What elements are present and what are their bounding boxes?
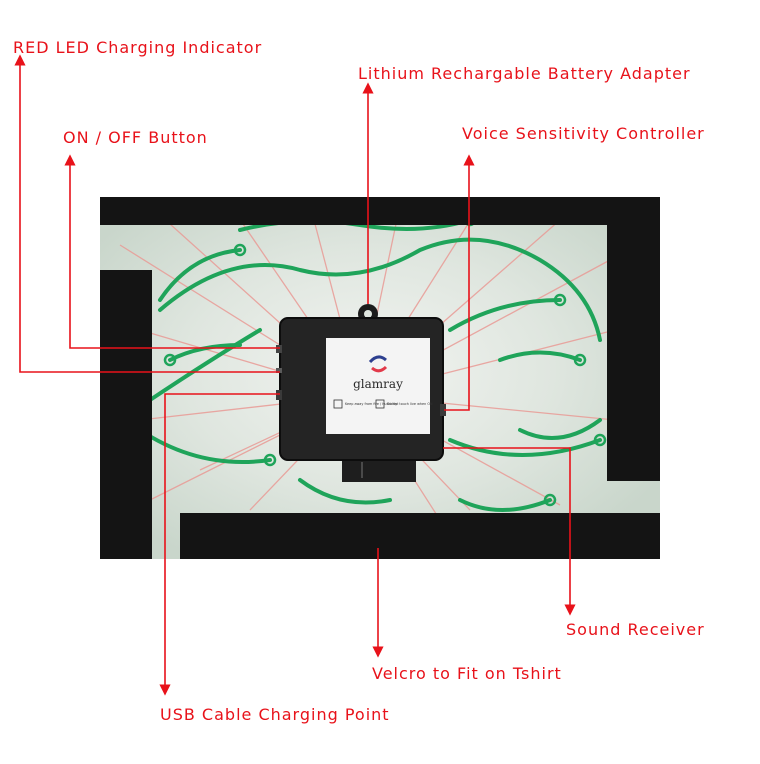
leader-sound xyxy=(443,447,576,616)
el-panel xyxy=(100,197,660,559)
control-box: glamray Keep away from fire / humidity D… xyxy=(276,304,446,482)
notice-icon-2 xyxy=(375,399,385,409)
brand-logo xyxy=(368,355,387,364)
leader-usb xyxy=(159,393,280,696)
velcro-strip-bottom xyxy=(180,513,660,559)
notice-text-1: Keep away from fire / humidity xyxy=(345,402,397,406)
velcro-strip-left xyxy=(100,270,152,559)
label-sound-receiver: Sound Receiver xyxy=(566,620,705,639)
label-velcro: Velcro to Fit on Tshirt xyxy=(372,664,562,683)
notice-icon-1 xyxy=(333,399,343,409)
usb-port[interactable] xyxy=(276,390,282,400)
label-lithium-battery-adapter: Lithium Rechargable Battery Adapter xyxy=(358,64,691,83)
brand-logo-swoosh xyxy=(371,365,388,373)
on-off-button[interactable] xyxy=(276,345,282,353)
label-on-off-button: ON / OFF Button xyxy=(63,128,208,147)
velcro-strip-top xyxy=(100,197,660,225)
leader-power xyxy=(64,154,280,349)
label-red-led-charging-indicator: RED LED Charging Indicator xyxy=(13,38,263,57)
label-voice-sensitivity-controller: Voice Sensitivity Controller xyxy=(462,124,705,143)
leader-lines xyxy=(14,54,576,696)
velcro-strip-right xyxy=(607,197,660,481)
voice-sensitivity-knob[interactable] xyxy=(440,404,446,416)
leader-voice xyxy=(444,154,475,411)
notice-text-2: Do not touch live when ON xyxy=(387,402,433,406)
leader-led xyxy=(14,54,280,373)
led-indicator xyxy=(276,368,282,373)
velcro-strips xyxy=(100,197,660,559)
device-sticker xyxy=(326,338,430,434)
brand-name: glamray xyxy=(353,377,403,391)
label-usb-cable-charging-point: USB Cable Charging Point xyxy=(160,705,390,724)
